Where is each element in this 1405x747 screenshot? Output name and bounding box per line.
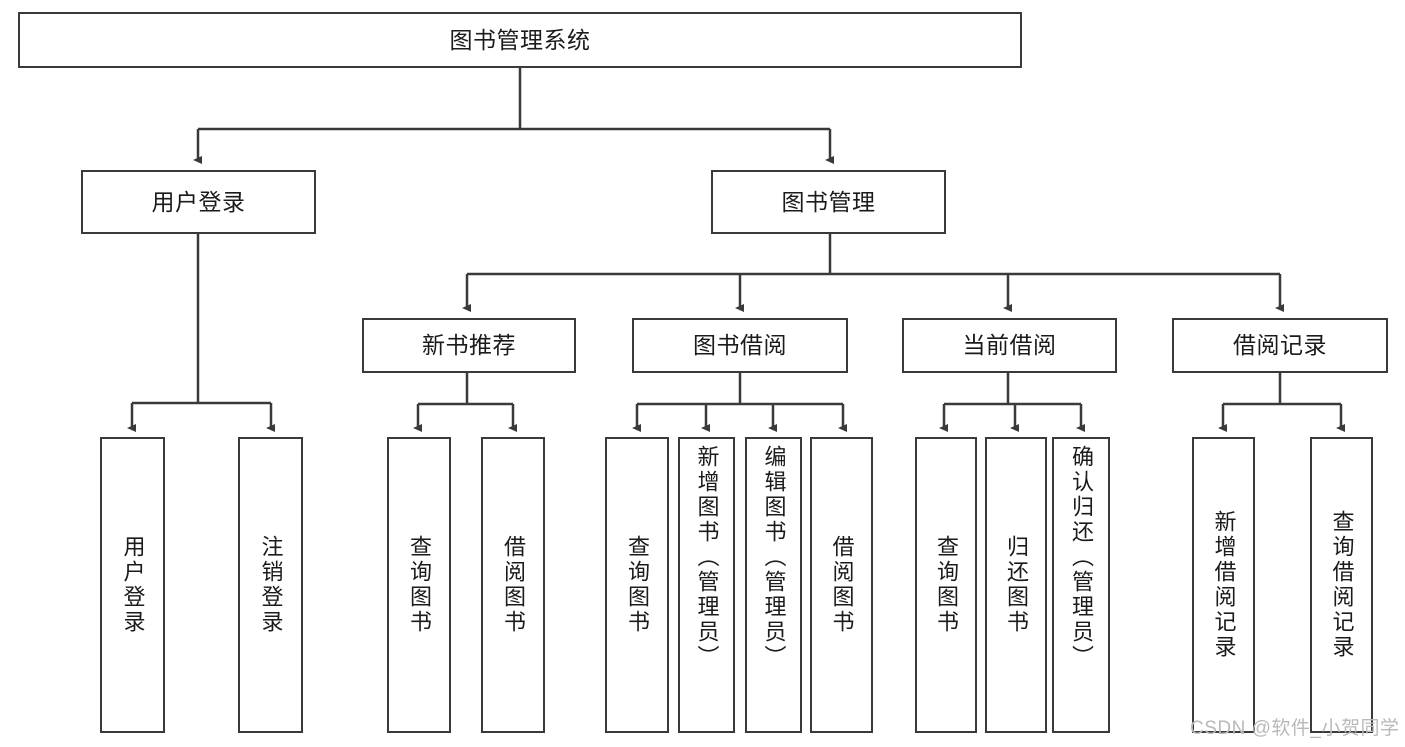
node-label: 新增图书（管理员） <box>694 445 720 670</box>
leaf-borrow-record-query-record[interactable]: 查询借阅记录 <box>1310 437 1373 733</box>
node-label: 注销登录 <box>258 535 284 635</box>
node-label: 图书管理 <box>781 188 876 215</box>
node-label: 查询图书 <box>934 535 959 635</box>
node-label: 借阅图书 <box>501 535 526 635</box>
leaf-current-borrow-return-book[interactable]: 归还图书 <box>985 437 1047 733</box>
leaf-new-book-query-book[interactable]: 查询图书 <box>387 437 451 733</box>
leaf-book-borrow-add-book-admin[interactable]: 新增图书（管理员） <box>678 437 735 733</box>
node-label: 用户登录 <box>120 535 146 635</box>
node-label: 查询借阅记录 <box>1329 510 1355 660</box>
node-label: 用户登录 <box>151 188 246 215</box>
leaf-user-login-login[interactable]: 用户登录 <box>100 437 165 733</box>
node-label: 借阅记录 <box>1233 332 1327 359</box>
leaf-book-borrow-borrow-book[interactable]: 借阅图书 <box>810 437 873 733</box>
node-current-borrow[interactable]: 当前借阅 <box>902 318 1117 373</box>
node-label: 归还图书 <box>1004 535 1029 635</box>
node-label: 编辑图书（管理员） <box>761 445 787 670</box>
node-label: 查询图书 <box>407 535 432 635</box>
watermark: CSDN @软件_小贺同学 <box>1190 718 1400 739</box>
node-book-management[interactable]: 图书管理 <box>711 170 946 234</box>
node-root-book-management-system[interactable]: 图书管理系统 <box>18 12 1022 68</box>
leaf-book-borrow-query-book[interactable]: 查询图书 <box>605 437 669 733</box>
node-user-login[interactable]: 用户登录 <box>81 170 316 234</box>
node-label: 图书借阅 <box>693 332 787 359</box>
leaf-current-borrow-confirm-return-admin[interactable]: 确认归还（管理员） <box>1052 437 1110 733</box>
node-label: 新书推荐 <box>422 332 516 359</box>
node-label: 查询图书 <box>625 535 650 635</box>
node-borrow-record[interactable]: 借阅记录 <box>1172 318 1388 373</box>
node-label: 新增借阅记录 <box>1211 510 1237 660</box>
node-label: 图书管理系统 <box>449 26 591 53</box>
node-label: 借阅图书 <box>829 535 855 635</box>
node-book-borrow[interactable]: 图书借阅 <box>632 318 848 373</box>
leaf-new-book-borrow-book[interactable]: 借阅图书 <box>481 437 545 733</box>
node-label: 当前借阅 <box>962 332 1057 359</box>
leaf-borrow-record-add-record[interactable]: 新增借阅记录 <box>1192 437 1255 733</box>
node-label: 确认归还（管理员） <box>1069 445 1094 670</box>
leaf-user-login-logout[interactable]: 注销登录 <box>238 437 303 733</box>
node-new-book-recommend[interactable]: 新书推荐 <box>362 318 576 373</box>
leaf-current-borrow-query-book[interactable]: 查询图书 <box>915 437 977 733</box>
leaf-book-borrow-edit-book-admin[interactable]: 编辑图书（管理员） <box>745 437 802 733</box>
